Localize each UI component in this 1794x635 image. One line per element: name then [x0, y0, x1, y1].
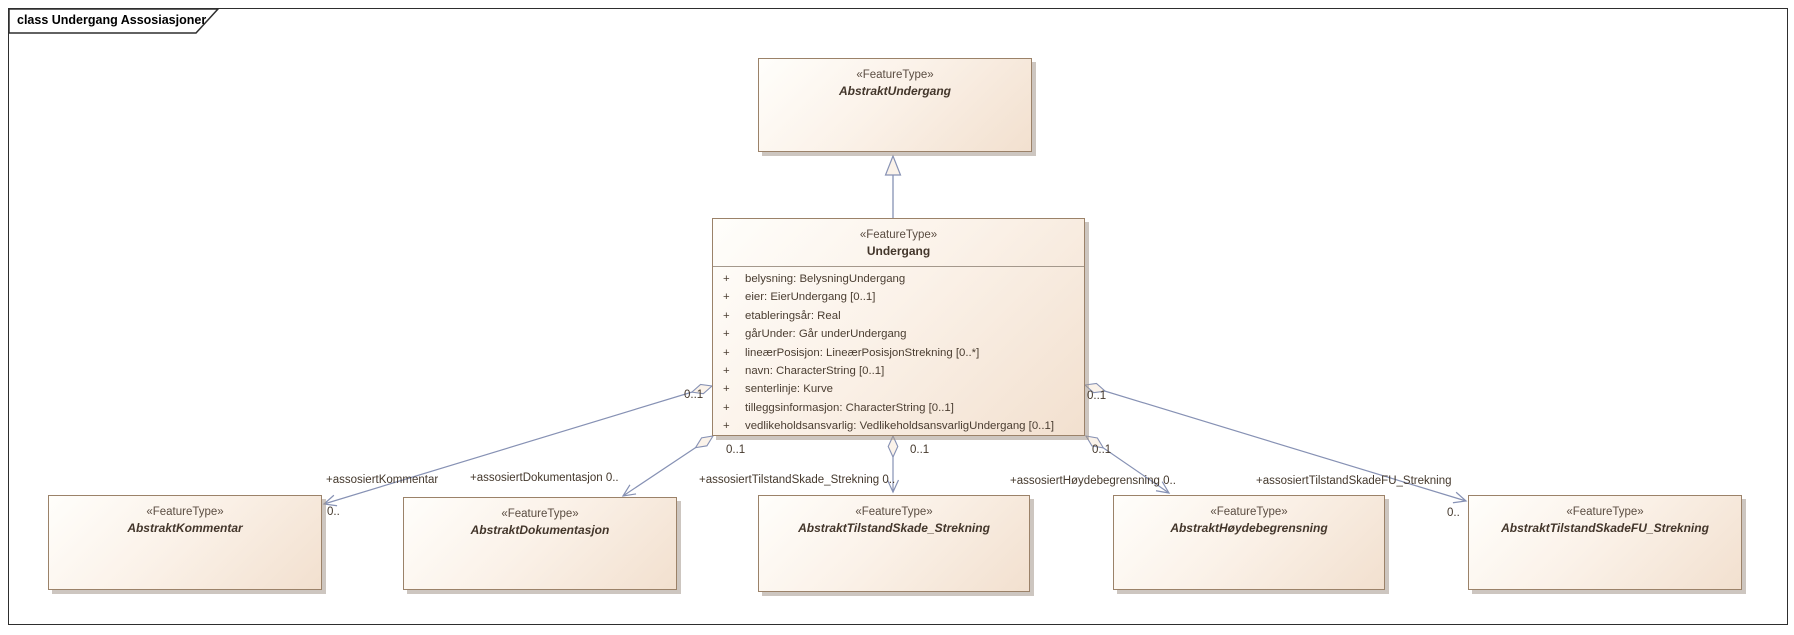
- association-tilstandskadefu-target-multiplicity: 0..: [1447, 507, 1460, 519]
- association-tilstandskade-label: +assosiertTilstandSkade_Strekning 0..: [699, 474, 896, 486]
- attribute-row: + etableringsår: Real: [713, 309, 1080, 327]
- attribute-compartment: + belysning: BelysningUndergang + eier: Ei…: [713, 267, 1084, 438]
- visibility-symbol: +: [723, 309, 730, 322]
- class-header: «FeatureType» AbstraktUndergang: [759, 59, 1031, 99]
- class-name: AbstraktUndergang: [838, 84, 951, 98]
- attribute-text: tilleggsinformasjon: CharacterString [0.…: [745, 401, 954, 414]
- association-tilstandskadefu-label: +assosiertTilstandSkadeFU_Strekning: [1256, 475, 1452, 487]
- attribute-row: + eier: EierUndergang [0..1]: [713, 290, 1080, 308]
- class-name: AbstraktTilstandSkade_Strekning: [798, 521, 990, 535]
- class-box-abstrakt-dokumentasjon[interactable]: «FeatureType» AbstraktDokumentasjon: [403, 497, 677, 590]
- attribute-text: etableringsår: Real: [745, 309, 841, 322]
- class-name: AbstraktTilstandSkadeFU_Strekning: [1501, 521, 1709, 535]
- attribute-text: eier: EierUndergang [0..1]: [745, 291, 876, 304]
- class-header: «FeatureType» AbstraktHøydebegrensning: [1114, 496, 1384, 536]
- stereotype-label: «FeatureType»: [501, 508, 579, 520]
- association-kommentar-target-multiplicity: 0..: [327, 506, 340, 518]
- attribute-row: + gårUnder: Går underUndergang: [713, 327, 1080, 345]
- class-name: AbstraktHøydebegrensning: [1170, 521, 1328, 535]
- class-box-abstrakt-hoydebegrensning[interactable]: «FeatureType» AbstraktHøydebegrensning: [1113, 495, 1385, 590]
- attribute-row: + senterlinje: Kurve: [713, 382, 1080, 400]
- attribute-row: + lineærPosisjon: LineærPosisjonStrekning…: [713, 346, 1080, 364]
- visibility-symbol: +: [723, 291, 730, 304]
- attribute-row: + navn: CharacterString [0..1]: [713, 364, 1080, 382]
- association-dokumentasjon-source-multiplicity: 0..1: [726, 444, 746, 456]
- visibility-symbol: +: [723, 383, 730, 396]
- stereotype-label: «FeatureType»: [1566, 506, 1644, 518]
- association-kommentar-source-multiplicity: 0..1: [684, 389, 704, 401]
- association-hoydebegrensning-label: +assosiertHøydebegrensning 0..: [1010, 475, 1176, 487]
- diagram-frame-label: class Undergang Assosiasjoner: [17, 13, 207, 27]
- association-dokumentasjon-label: +assosiertDokumentasjon 0..: [470, 472, 619, 484]
- class-box-abstrakt-undergang[interactable]: «FeatureType» AbstraktUndergang: [758, 58, 1032, 152]
- stereotype-label: «FeatureType»: [859, 229, 938, 241]
- visibility-symbol: +: [723, 273, 730, 285]
- association-tilstandskade-source-multiplicity: 0..1: [910, 444, 930, 456]
- attribute-row: + vedlikeholdsansvarlig: Vedlikeholdsansv…: [713, 419, 1080, 437]
- class-name: Undergang: [866, 244, 931, 258]
- compartment-divider: [713, 266, 1084, 267]
- attribute-text: gårUnder: Går underUndergang: [745, 328, 907, 341]
- attribute-text: vedlikeholdsansvarlig: Vedlikeholdsansva…: [745, 420, 1055, 433]
- class-box-abstrakt-tilstandskade-strekning[interactable]: «FeatureType» AbstraktTilstandSkade_Stre…: [758, 495, 1030, 592]
- association-kommentar-label: +assosiertKommentar: [326, 474, 439, 486]
- generalization-triangle-icon: [884, 154, 902, 176]
- class-box-abstrakt-tilstandskadefu-strekning[interactable]: «FeatureType» AbstraktTilstandSkadeFU_St…: [1468, 495, 1742, 590]
- visibility-symbol: +: [723, 420, 730, 433]
- attribute-text: navn: CharacterString [0..1]: [745, 364, 885, 377]
- association-hoydebegrensning-source-multiplicity: 0..1: [1092, 444, 1112, 456]
- class-header: «FeatureType» AbstraktDokumentasjon: [404, 498, 676, 538]
- association-dokumentasjon-line[interactable]: [621, 435, 715, 497]
- stereotype-label: «FeatureType»: [856, 69, 934, 81]
- class-header: «FeatureType» AbstraktKommentar: [49, 496, 321, 536]
- association-tilstandskadefu-source-multiplicity: 0..1: [1087, 390, 1107, 402]
- class-box-abstrakt-kommentar[interactable]: «FeatureType» AbstraktKommentar: [48, 495, 322, 590]
- class-header: «FeatureType» Undergang: [713, 219, 1084, 267]
- class-box-undergang[interactable]: «FeatureType» Undergang + belysning: Bely…: [712, 218, 1085, 436]
- attribute-text: lineærPosisjon: LineærPosisjonStrekning …: [745, 346, 980, 359]
- visibility-symbol: +: [723, 328, 730, 341]
- visibility-symbol: +: [723, 401, 730, 414]
- diagram-frame-tab: [8, 8, 220, 34]
- visibility-symbol: +: [723, 364, 730, 377]
- stereotype-label: «FeatureType»: [1210, 506, 1288, 518]
- association-tilstandskadefu-strekning-line[interactable]: [1083, 382, 1468, 504]
- attribute-text: senterlinje: Kurve: [745, 383, 834, 396]
- attribute-row: + tilleggsinformasjon: CharacterString [0…: [713, 401, 1080, 419]
- class-name: AbstraktDokumentasjon: [470, 523, 610, 537]
- association-kommentar-line[interactable]: [322, 383, 714, 507]
- class-header: «FeatureType» AbstraktTilstandSkade_Stre…: [759, 496, 1029, 536]
- class-name: AbstraktKommentar: [127, 521, 243, 535]
- visibility-symbol: +: [723, 346, 730, 359]
- stereotype-label: «FeatureType»: [146, 506, 224, 518]
- attribute-text: belysning: BelysningUndergang: [745, 273, 906, 285]
- class-header: «FeatureType» AbstraktTilstandSkadeFU_St…: [1469, 496, 1741, 536]
- attribute-row: + belysning: BelysningUndergang: [713, 272, 1080, 290]
- stereotype-label: «FeatureType»: [855, 506, 933, 518]
